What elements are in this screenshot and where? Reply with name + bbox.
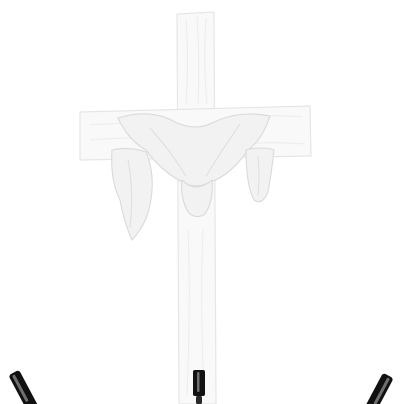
nail-icon [363,373,393,404]
nail-icon [9,370,39,404]
shroud-icon [111,113,275,241]
shroud-right-fold [245,147,275,203]
shroud-center-drop [181,179,213,218]
nail-icon [193,370,205,404]
